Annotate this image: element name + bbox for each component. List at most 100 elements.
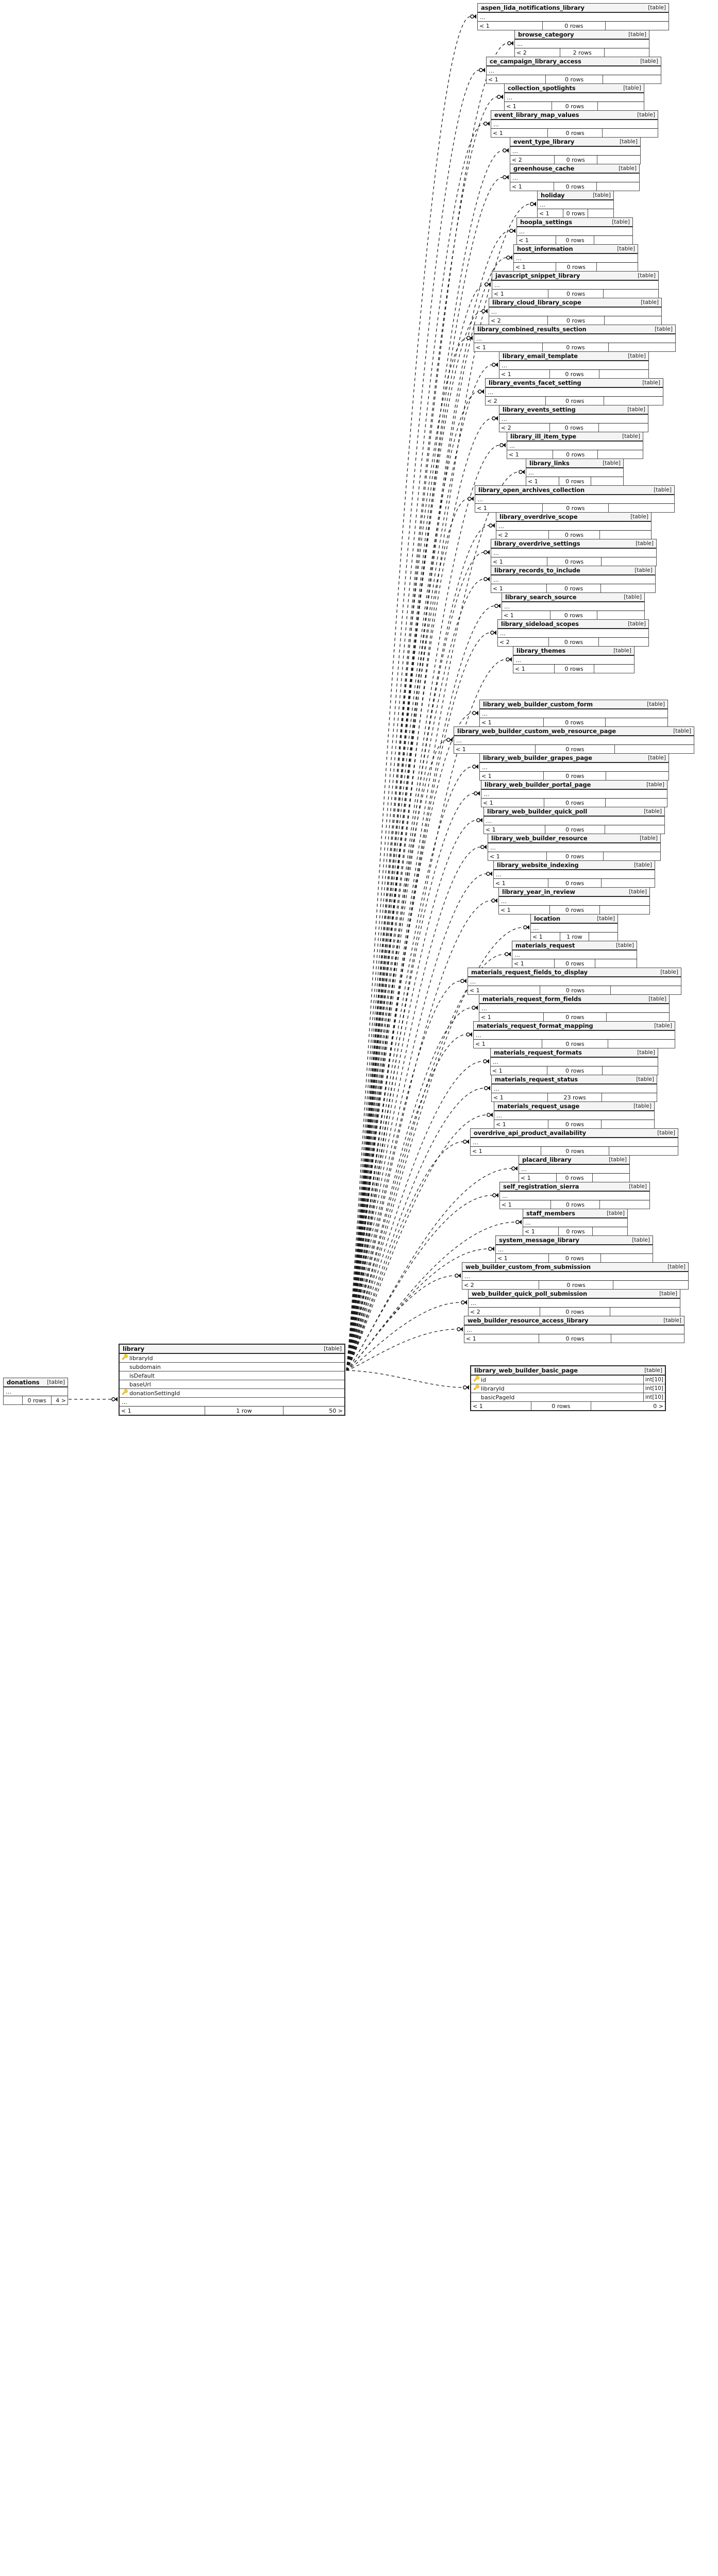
footer-rowcount: 0 rows [555, 665, 594, 673]
footer-children [608, 1040, 675, 1048]
footer-children [598, 102, 644, 110]
table-node-overdrive-api-product-availability[interactable]: overdrive_api_product_availability[table… [470, 1128, 678, 1156]
relationship-edge [346, 471, 520, 1371]
footer-rowcount: 0 rows [550, 611, 597, 619]
columns-ellipsis: … [510, 174, 639, 182]
table-type-tag: [table] [640, 835, 658, 841]
table-name: aspen_lida_notifications_library [481, 4, 585, 11]
footer-parents: < 1 [481, 799, 545, 807]
table-node-web-builder-quick-poll-submission[interactable]: web_builder_quick_poll_submission[table]… [468, 1289, 680, 1316]
footer-children [591, 477, 623, 485]
crowsfoot-connector [474, 791, 480, 796]
table-header: placard_library[table] [519, 1156, 629, 1165]
crowsfoot-connector [503, 175, 509, 180]
columns-ellipsis: … [469, 1299, 680, 1308]
table-node-web-builder-resource-access-library[interactable]: web_builder_resource_access_library[tabl… [464, 1316, 684, 1343]
table-name: staff_members [526, 1209, 575, 1217]
table-header: donations [table] [4, 1378, 68, 1387]
table-type-tag: [table] [603, 460, 621, 466]
table-header: library_links[table] [526, 459, 623, 468]
table-name: donations [7, 1378, 40, 1386]
table-node-library-web-builder-basic-page[interactable]: library_web_builder_basic_page [table] 🔑… [470, 1365, 666, 1411]
table-node-web-builder-custom-from-submission[interactable]: web_builder_custom_from_submission[table… [462, 1262, 689, 1290]
table-node-library-web-builder-custom-form[interactable]: library_web_builder_custom_form[table]…<… [479, 700, 668, 727]
columns-ellipsis: … [514, 254, 638, 263]
table-type-tag: [table] [627, 406, 645, 413]
crowsfoot-connector [463, 1385, 469, 1390]
table-header: materials_request_status[table] [492, 1075, 657, 1084]
footer-rowcount: 0 rows [539, 1281, 614, 1289]
footer-parents: < 1 [468, 986, 541, 994]
table-node-library-combined-results-section[interactable]: library_combined_results_section[table]…… [474, 325, 676, 352]
columns-ellipsis: … [502, 602, 644, 611]
table-node-library-open-archives-collection[interactable]: library_open_archives_collection[table]…… [475, 485, 675, 513]
crowsfoot-connector [523, 925, 529, 930]
table-node-materials-request-form-fields[interactable]: materials_request_form_fields[table]…< 1… [479, 994, 670, 1022]
table-node-aspen-lida-notifications-library[interactable]: aspen_lida_notifications_library[table]…… [477, 3, 669, 30]
crowsfoot-connector [492, 362, 498, 367]
table-node-materials-request-fields-to-display[interactable]: materials_request_fields_to_display[tabl… [467, 968, 681, 995]
table-node-library-web-builder-portal-page[interactable]: library_web_builder_portal_page[table]…<… [481, 780, 667, 807]
footer-parents: < 1 [492, 1093, 548, 1101]
table-type-tag: [table] [628, 620, 646, 627]
table-header: library [table] [120, 1345, 344, 1354]
table-node-library-web-builder-grapes-page[interactable]: library_web_builder_grapes_page[table]…<… [479, 753, 669, 781]
table-header: library_events_facet_setting[table] [486, 379, 663, 388]
footer-children [613, 1281, 688, 1289]
table-header: library_year_in_review[table] [499, 888, 649, 897]
table-node-library[interactable]: library [table] 🔑 libraryId subdomain is… [119, 1344, 345, 1416]
footer-rowcount: 0 rows [543, 504, 609, 512]
columns-ellipsis: … [480, 763, 669, 772]
table-node-materials-request-format-mapping[interactable]: materials_request_format_mapping[table]…… [473, 1021, 675, 1048]
columns-ellipsis: … [496, 1245, 653, 1254]
footer-children: 4 > [56, 1397, 66, 1404]
footer-children [593, 1174, 629, 1182]
table-name: web_builder_quick_poll_submission [472, 1290, 588, 1297]
table-node-library-web-builder-quick-poll[interactable]: library_web_builder_quick_poll[table]…< … [483, 807, 665, 834]
table-node-library-web-builder-custom-web-resource-page[interactable]: library_web_builder_custom_web_resource_… [454, 726, 694, 754]
table-header: ce_campaign_library_access[table] [487, 57, 661, 66]
footer-children [603, 75, 661, 83]
footer-children [594, 236, 632, 244]
table-node-donations[interactable]: donations [table] … 0 rows 4 > [3, 1378, 68, 1405]
footer-children [605, 825, 665, 834]
